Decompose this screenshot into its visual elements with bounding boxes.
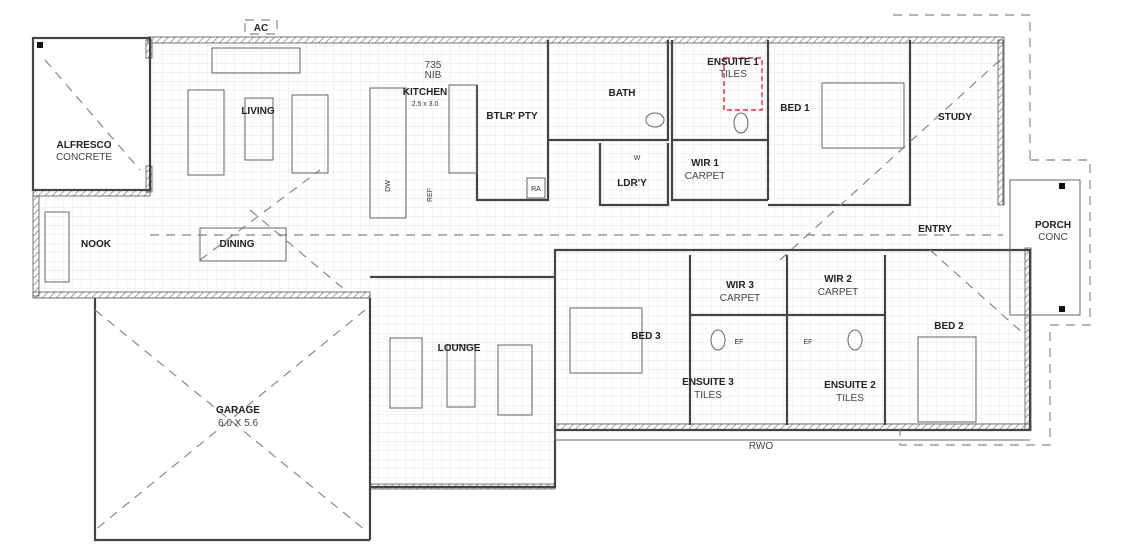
- walls: [31, 36, 1032, 542]
- garage-size: 6.0 X 5.6: [218, 418, 258, 429]
- porch-finish: CONC: [1038, 232, 1067, 243]
- ac-label: AC: [254, 23, 268, 34]
- dashed-lines: [37, 14, 1091, 531]
- furniture: [44, 47, 977, 423]
- sofa-right: [291, 94, 329, 174]
- tv-unit: [211, 47, 301, 74]
- laundry-label: LDR'Y: [617, 178, 647, 189]
- sofa-left: [187, 89, 225, 176]
- dining-table: [199, 227, 287, 262]
- dining-label: DINING: [220, 239, 255, 250]
- nook-bench: [44, 211, 70, 283]
- lounge-sofa-left: [389, 337, 423, 409]
- bed1: [821, 82, 905, 149]
- exhaust-fan-label-2: EF: [804, 339, 813, 346]
- kitchen-island: [369, 87, 407, 219]
- ra-label: RA: [531, 186, 541, 193]
- wir3-label: WIR 3: [726, 280, 754, 291]
- coffee-table: [244, 97, 274, 161]
- entry-label: ENTRY: [918, 224, 952, 235]
- dishwasher-label: DW: [385, 180, 392, 192]
- lounge-label: LOUNGE: [438, 343, 481, 354]
- wir1-label: WIR 1: [691, 158, 719, 169]
- floor-grid: [33, 40, 1030, 487]
- kitchen-label: KITCHEN: [403, 87, 447, 98]
- cooktop-bench: [448, 84, 478, 174]
- alfresco-finish: CONCRETE: [56, 152, 112, 163]
- lounge-table: [446, 344, 476, 408]
- bath-label: BATH: [608, 88, 635, 99]
- ensuite3-label: ENSUITE 3: [682, 377, 734, 388]
- kitchen-size: 2.5 x 3.0: [412, 101, 439, 108]
- ensuite3-finish: TILES: [694, 390, 722, 401]
- garage-label: GARAGE: [216, 405, 260, 416]
- rwo-label: RWO: [749, 441, 773, 452]
- porch-label: PORCH: [1035, 220, 1071, 231]
- exhaust-fan-label-3: EF: [735, 339, 744, 346]
- dimension-value: 735: [425, 60, 442, 71]
- wir2-finish: CARPET: [818, 287, 859, 298]
- bed2-label: BED 2: [934, 321, 964, 332]
- ensuite2-label: ENSUITE 2: [824, 380, 876, 391]
- lounge-sofa-right: [497, 344, 533, 416]
- wir3-finish: CARPET: [720, 293, 761, 304]
- alfresco-label: ALFRESCO: [57, 140, 112, 151]
- bed3-label: BED 3: [631, 331, 661, 342]
- room-labels: AC 735 NIB ALFRESCO CONCRETE LIVING KITC…: [56, 23, 1071, 452]
- bed3: [569, 307, 643, 374]
- study-label: STUDY: [938, 112, 972, 123]
- washer-label: W: [634, 155, 641, 162]
- living-label: LIVING: [241, 106, 275, 117]
- dimension-note: NIB: [425, 70, 442, 81]
- ensuite2-finish: TILES: [836, 393, 864, 404]
- ensuite1-finish: TILES: [719, 69, 747, 80]
- wir1-finish: CARPET: [685, 171, 726, 182]
- butlers-pantry-label: BTLR' PTY: [486, 111, 538, 122]
- bed1-label: BED 1: [780, 103, 810, 114]
- bed2: [917, 336, 977, 423]
- fridge-label: REF: [427, 188, 434, 202]
- ensuite1-label: ENSUITE 1: [707, 57, 759, 68]
- wir2-label: WIR 2: [824, 274, 852, 285]
- nook-label: NOOK: [81, 239, 112, 250]
- highlight-box: [723, 57, 763, 111]
